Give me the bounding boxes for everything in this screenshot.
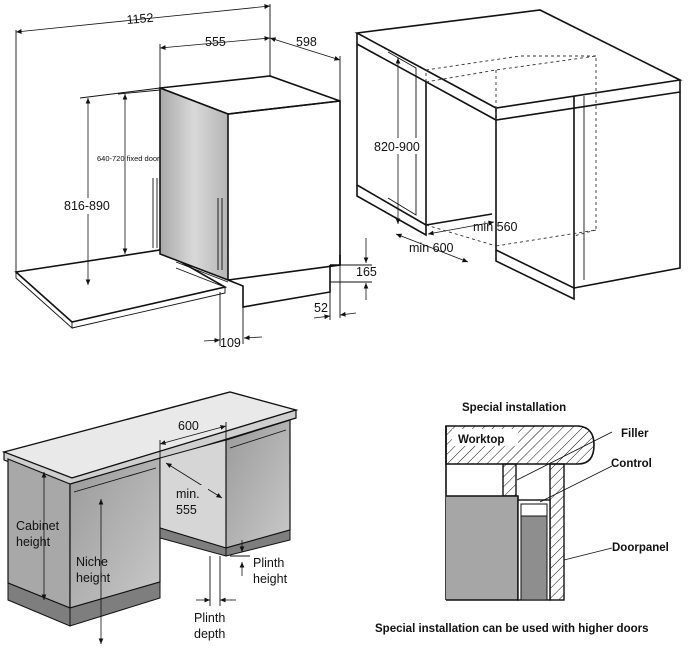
dim-total-width-label: 1152 [126, 11, 154, 27]
cabinet-height-label-1: Cabinet [16, 519, 60, 533]
dim-door-offset-label: 109 [220, 336, 241, 350]
dim-plinth-height: 165 [330, 238, 377, 300]
dim-niche-height-bottom: Niche height [76, 499, 111, 644]
dim-plinth-height-bottom: Plinth height [230, 540, 288, 586]
dim-height: 816-890 [62, 87, 161, 285]
dim-depth: 555 [159, 35, 271, 88]
dim-min-depth-label-2: 555 [176, 503, 197, 517]
cabinet-height-label-2: height [16, 535, 51, 549]
worktop-label: Worktop [458, 434, 504, 446]
dim-total-width: 1152 [15, 4, 271, 272]
niche-height-label-2: height [76, 571, 111, 585]
dishwasher-figure [14, 75, 341, 330]
control-label: Control [611, 458, 652, 470]
dim-fixed-door-label: 640-720 fixed door [97, 154, 160, 163]
dim-height-label: 816-890 [64, 199, 110, 213]
dim-niche-height-label: 820-900 [374, 140, 420, 154]
niche-height-label-1: Niche [76, 555, 108, 569]
dim-width: 598 [269, 35, 341, 101]
special-installation-caption: Special installation can be used with hi… [375, 623, 649, 635]
dim-niche-depth: min 600 [395, 233, 469, 263]
dim-cabinet-height: Cabinet height [16, 472, 60, 600]
special-installation-title: Special installation [462, 402, 566, 414]
filler-label: Filler [621, 428, 649, 440]
dim-niche-depth-label: min 600 [409, 241, 454, 255]
doorpanel-label: Doorpanel [612, 542, 669, 554]
dim-niche-width-label: min 560 [473, 220, 518, 234]
niche-figure [354, 9, 683, 301]
plinth-depth-label-1: Plinth [194, 611, 225, 625]
plinth-height-label-2: height [253, 572, 288, 586]
dim-niche-width-bottom: 600 [159, 419, 227, 458]
cabinet-figure [1, 391, 299, 627]
dim-niche-height: 820-900 [372, 58, 422, 224]
dim-fixed-door: 640-720 fixed door [97, 89, 160, 254]
plinth-height-label-1: Plinth [253, 556, 284, 570]
dim-plinth-depth: Plinth depth [194, 556, 236, 641]
dim-door-offset: 109 [203, 292, 263, 350]
plinth-depth-label-2: depth [194, 627, 225, 641]
dim-niche-width-bottom-label: 600 [178, 419, 199, 433]
special-installation-figure [445, 425, 613, 601]
dim-plinth-height-label: 165 [356, 265, 377, 279]
dim-width-label: 598 [296, 35, 317, 49]
dim-depth-label: 555 [205, 35, 226, 49]
dim-plinth-setback: 52 [313, 265, 357, 320]
dim-min-depth-label-1: min. [176, 487, 200, 501]
dim-niche-width: min 560 [427, 220, 518, 236]
dim-plinth-setback-label: 52 [314, 301, 328, 315]
dim-min-depth: min. 555 [165, 462, 223, 517]
